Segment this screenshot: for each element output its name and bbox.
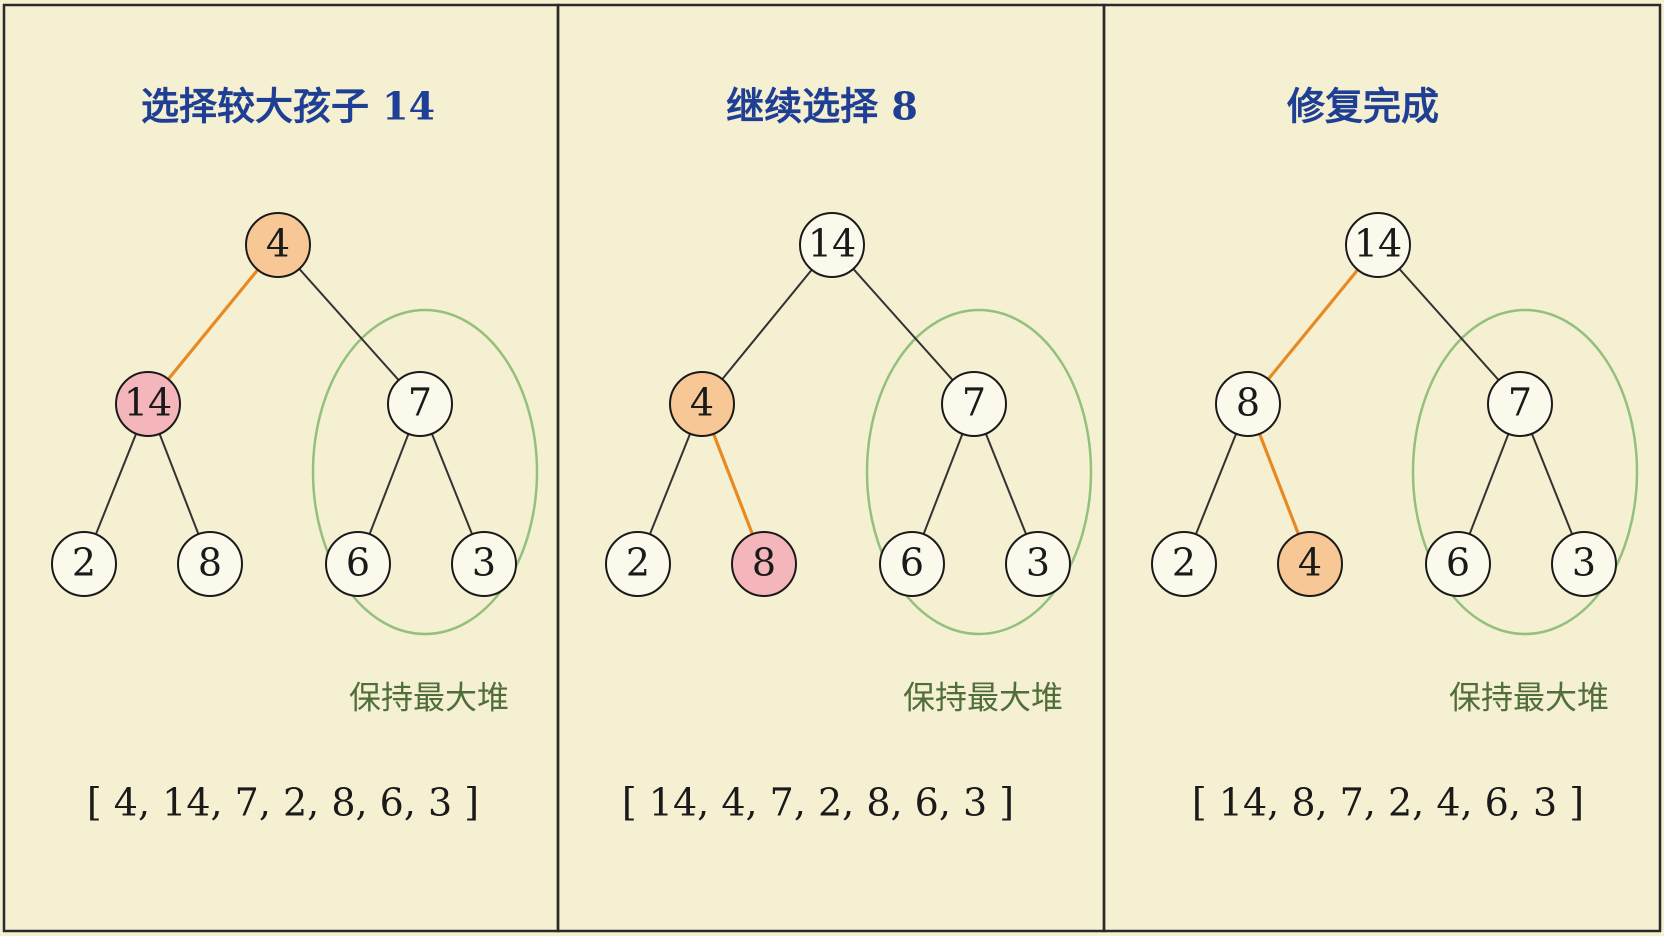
tree-node: 3 [451,531,517,597]
tree-node-value: 7 [408,381,432,425]
tree-node-circle [879,531,945,597]
tree-node-value: 14 [1354,222,1402,266]
tree-node-circle [1277,531,1343,597]
panel-2: 继续选择 8 保持最大堆 14 4 7 2 8 6 3 [ 14, 4, 7, 2, 8, 6, … [556,3,1106,933]
tree-node-value: 6 [900,541,924,585]
max-heap-subtree-ellipse [1411,308,1639,636]
tree-node: 7 [1487,371,1553,437]
tree-node-value: 14 [808,222,856,266]
tree-edge-highlight [1246,243,1380,406]
tree-node-value: 8 [752,541,776,585]
tree-node-circle [1551,531,1617,597]
tree-node: 14 [1345,212,1411,278]
tree-node: 6 [325,531,391,597]
tree-node: 4 [669,371,735,437]
tree-node: 8 [731,531,797,597]
tree-node-value: 3 [472,541,496,585]
tree-node-circle [245,212,311,278]
tree-node-value: 8 [1236,381,1260,425]
tree-node: 8 [1215,371,1281,437]
tree-node-circle [115,371,181,437]
tree-node-value: 14 [124,381,172,425]
tree-node-circle [1005,531,1071,597]
tree-node-value: 4 [266,222,290,266]
max-heap-subtree-ellipse [865,308,1093,636]
tree-node-circle [941,371,1007,437]
tree-node-value: 6 [346,541,370,585]
heap-array: [ 14, 4, 7, 2, 8, 6, 3 ] [622,781,1014,825]
tree-node: 2 [605,531,671,597]
tree-edge [277,244,421,405]
tree-node-circle [451,531,517,597]
tree-edge-highlight [146,243,280,406]
tree-node-circle [387,371,453,437]
tree-node: 4 [1277,531,1343,597]
tree-node-circle [1215,371,1281,437]
tree-node: 3 [1551,531,1617,597]
tree-node-circle [1425,531,1491,597]
tree-node-circle [669,371,735,437]
panel-border [1102,3,1662,933]
tree-node-value: 2 [626,541,650,585]
max-heap-subtree-ellipse [311,308,539,636]
tree-node: 8 [177,531,243,597]
panel-title: 选择较大孩子 14 [141,84,435,129]
tree-node-circle [605,531,671,597]
subtree-annotation: 保持最大堆 [349,679,509,717]
tree-node-circle [1487,371,1553,437]
tree-node-circle [1151,531,1217,597]
tree-node-circle [731,531,797,597]
heap-array: [ 14, 8, 7, 2, 4, 6, 3 ] [1192,781,1584,825]
tree-node-value: 7 [1508,381,1532,425]
tree-node-value: 4 [690,381,714,425]
tree-node-value: 3 [1572,541,1596,585]
tree-node: 14 [799,212,865,278]
tree-node: 7 [941,371,1007,437]
tree-node: 4 [245,212,311,278]
tree-node-value: 7 [962,381,986,425]
tree-node-value: 2 [72,541,96,585]
tree-node: 2 [1151,531,1217,597]
tree-node: 14 [115,371,181,437]
tree-node: 3 [1005,531,1071,597]
tree-node: 6 [1425,531,1491,597]
tree-node-value: 2 [1172,541,1196,585]
tree-node-value: 6 [1446,541,1470,585]
panel-1: 选择较大孩子 14 保持最大堆 4 14 7 2 8 6 3 [ 4, 14, 7, 2, 8, … [2,3,560,933]
tree-node: 2 [51,531,117,597]
heap-array: [ 4, 14, 7, 2, 8, 6, 3 ] [87,781,479,825]
tree-node-value: 3 [1026,541,1050,585]
subtree-annotation: 保持最大堆 [903,679,1063,717]
tree-node: 7 [387,371,453,437]
tree-edge [1377,244,1521,405]
tree-node-circle [325,531,391,597]
subtree-annotation: 保持最大堆 [1449,679,1609,717]
tree-node-value: 4 [1298,541,1322,585]
panels: 选择较大孩子 14 保持最大堆 4 14 7 2 8 6 3 [ 4, 14, 7, 2, 8, … [2,3,1662,933]
tree-node-value: 8 [198,541,222,585]
tree-node: 6 [879,531,945,597]
tree-node-circle [177,531,243,597]
tree-edge [831,244,975,405]
tree-node-circle [799,212,865,278]
panel-title: 修复完成 [1287,84,1439,129]
panel-title: 继续选择 8 [726,84,918,129]
tree-node-circle [1345,212,1411,278]
tree-node-circle [51,531,117,597]
tree-edge [701,244,833,405]
